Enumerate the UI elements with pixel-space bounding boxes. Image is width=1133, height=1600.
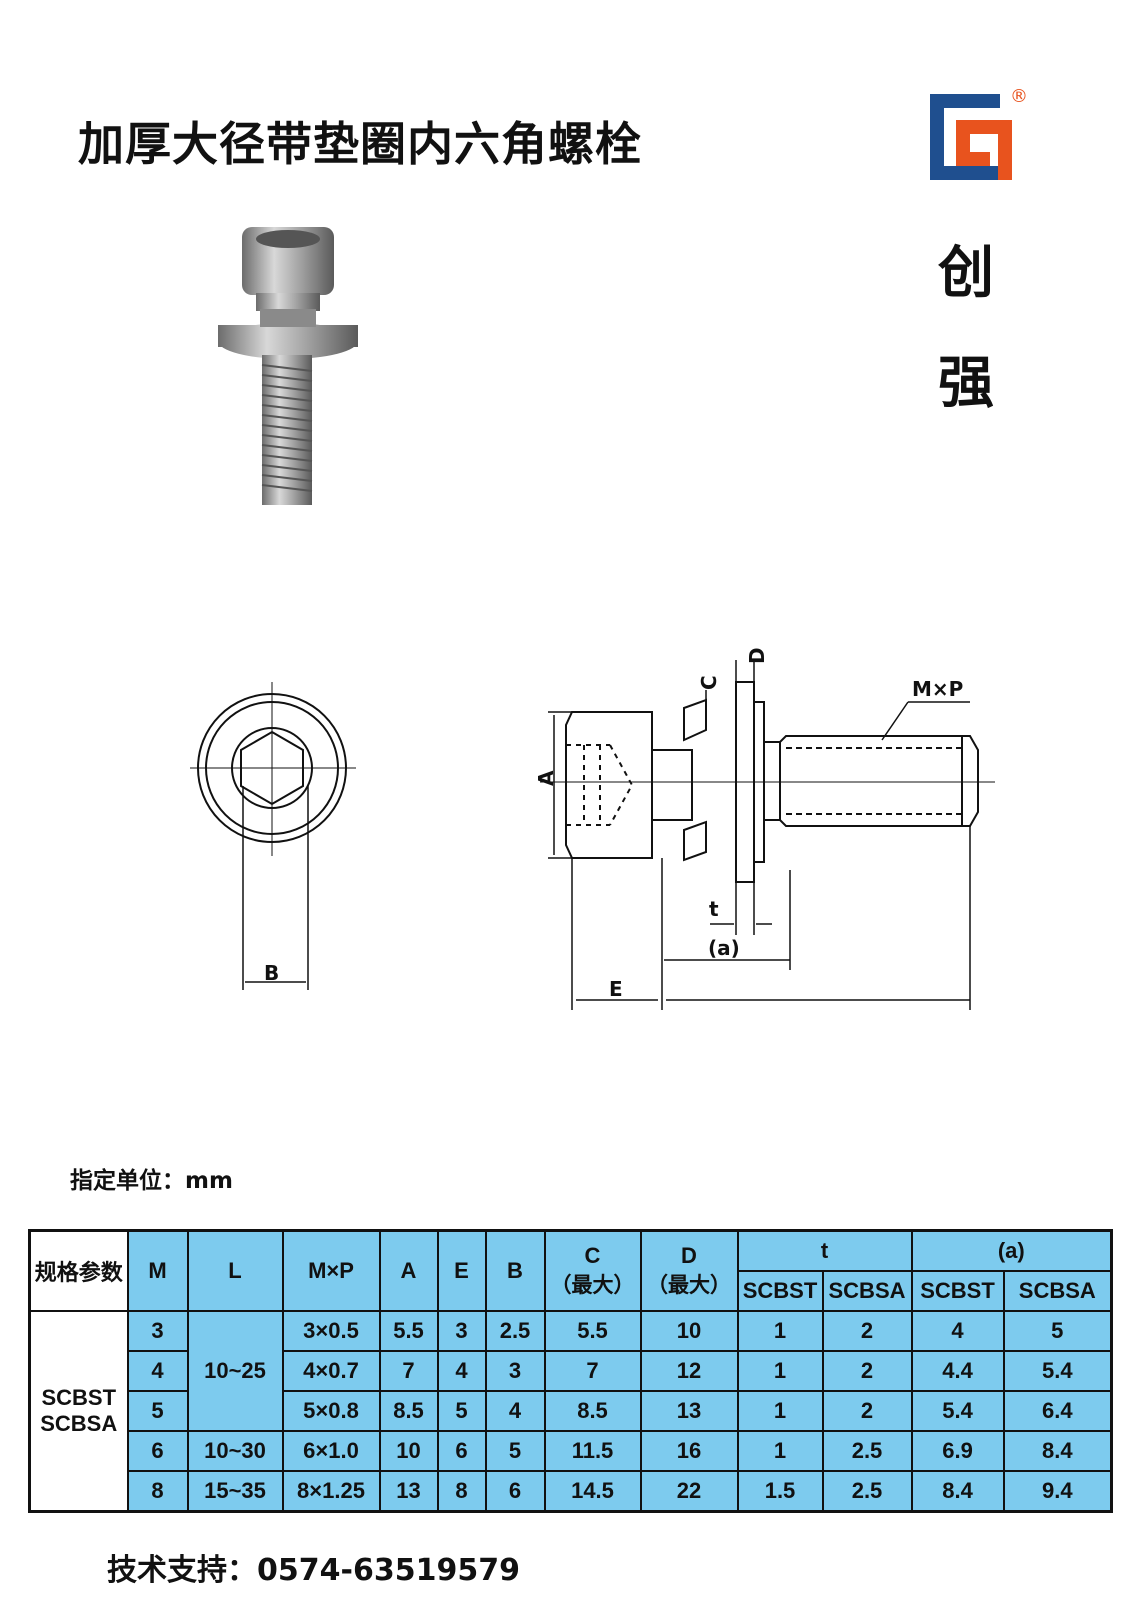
cell-t-scbst: 1 <box>736 1349 824 1393</box>
cell-a-scbst: 4 <box>910 1309 1005 1352</box>
th-m: M <box>126 1229 189 1312</box>
cell-b: 6 <box>484 1470 546 1513</box>
dim-label-t: t <box>709 897 719 921</box>
cell-mxp: 5×0.8 <box>281 1390 381 1433</box>
cell-e: 5 <box>436 1390 487 1433</box>
cell-c: 14.5 <box>543 1470 642 1513</box>
dim-label-b: B <box>264 961 279 985</box>
dim-label-a: A <box>534 770 558 786</box>
dim-label-mxp: M×P <box>912 677 963 701</box>
dim-label-e: E <box>609 977 623 1001</box>
cell-b: 3 <box>484 1349 546 1393</box>
cell-a: 7 <box>378 1349 439 1393</box>
th-a-scbst: SCBST <box>910 1269 1005 1312</box>
page-title: 加厚大径带垫圈内六角螺栓 <box>78 117 642 171</box>
row-label: SCBST SCBSA <box>28 1309 129 1513</box>
brand-char-1: 创 <box>938 241 994 306</box>
cell-mxp: 3×0.5 <box>281 1309 381 1352</box>
registered-mark: ® <box>1010 86 1028 107</box>
th-a-paren: (a) <box>910 1229 1113 1272</box>
table-row: 4 4×0.7 7 4 3 7 12 1 2 4.4 5.4 <box>30 1349 1113 1393</box>
cell-m: 4 <box>126 1349 189 1393</box>
th-e: E <box>436 1229 487 1312</box>
cell-e: 8 <box>436 1470 487 1513</box>
dim-label-d: D <box>745 647 769 664</box>
bolt-photo <box>218 227 358 505</box>
cell-b: 5 <box>484 1430 546 1473</box>
cell-m: 3 <box>126 1309 189 1352</box>
cell-mxp: 8×1.25 <box>281 1470 381 1513</box>
brand-char-2: 强 <box>938 351 994 416</box>
cell-t-scbst: 1 <box>736 1390 824 1433</box>
cell-d: 16 <box>639 1430 739 1473</box>
cell-a-scbsa: 6.4 <box>1002 1390 1113 1433</box>
table-row: SCBST SCBSA 3 10~25 3×0.5 5.5 3 2.5 5.5 … <box>28 1309 1113 1513</box>
th-b: B <box>484 1229 546 1312</box>
cell-t-scbst: 1 <box>736 1430 824 1473</box>
cell-e: 4 <box>436 1349 487 1393</box>
cell-b: 4 <box>484 1390 546 1433</box>
th-t-scbsa: SCBSA <box>821 1269 913 1312</box>
spec-table: 规格参数 M L M×P A E B C（最大） D（最大） t (a) SCB… <box>28 1229 1114 1513</box>
th-l: L <box>186 1229 284 1312</box>
cell-c: 7 <box>543 1349 642 1393</box>
th-a: A <box>378 1229 439 1312</box>
th-t: t <box>736 1229 913 1272</box>
th-mxp: M×P <box>281 1229 381 1312</box>
cell-b: 2.5 <box>484 1309 546 1352</box>
cell-t-scbsa: 2 <box>821 1390 913 1433</box>
cell-a: 5.5 <box>378 1309 439 1352</box>
cell-mxp: 4×0.7 <box>281 1349 381 1393</box>
brand-logo: ® <box>930 86 1028 180</box>
cell-a-scbsa: 5 <box>1002 1309 1113 1352</box>
cell-a: 8.5 <box>378 1390 439 1433</box>
cell-e: 6 <box>436 1430 487 1473</box>
cell-c: 8.5 <box>543 1390 642 1433</box>
cell-m: 5 <box>126 1390 189 1433</box>
unit-label: 指定单位：mm <box>70 1168 233 1194</box>
dim-label-a-paren: (a) <box>708 936 740 960</box>
table-row: 5 5×0.8 8.5 5 4 8.5 13 1 2 5.4 6.4 <box>30 1390 1113 1433</box>
cell-l: 10~30 <box>186 1430 284 1473</box>
cell-t-scbsa: 2.5 <box>821 1470 913 1513</box>
cell-a-scbst: 6.9 <box>910 1430 1005 1473</box>
cell-c: 5.5 <box>543 1309 642 1352</box>
cell-c: 11.5 <box>543 1430 642 1473</box>
cell-mxp: 6×1.0 <box>281 1430 381 1473</box>
cell-m: 8 <box>126 1470 189 1513</box>
cell-l: 10~25 <box>186 1309 284 1433</box>
cell-t-scbst: 1 <box>736 1309 824 1352</box>
th-t-scbst: SCBST <box>736 1269 824 1312</box>
cell-a-scbsa: 9.4 <box>1002 1470 1113 1513</box>
cell-a-scbst: 5.4 <box>910 1390 1005 1433</box>
tech-support: 技术支持：0574-63519579 <box>107 1553 520 1588</box>
cell-t-scbsa: 2 <box>821 1309 913 1352</box>
cell-a: 13 <box>378 1470 439 1513</box>
cell-d: 22 <box>639 1470 739 1513</box>
cell-d: 10 <box>639 1309 739 1352</box>
cell-a-scbst: 8.4 <box>910 1470 1005 1513</box>
cell-d: 12 <box>639 1349 739 1393</box>
cell-e: 3 <box>436 1309 487 1352</box>
cell-a-scbsa: 5.4 <box>1002 1349 1113 1393</box>
cell-d: 13 <box>639 1390 739 1433</box>
cell-a-scbsa: 8.4 <box>1002 1430 1113 1473</box>
th-a-scbsa: SCBSA <box>1002 1269 1113 1312</box>
cell-m: 6 <box>126 1430 189 1473</box>
th-spec: 规格参数 <box>28 1229 129 1312</box>
cell-l: 15~35 <box>186 1470 284 1513</box>
dim-label-c: C <box>697 675 721 690</box>
cell-a: 10 <box>378 1430 439 1473</box>
table-row: 8 15~35 8×1.25 13 8 6 14.5 22 1.5 2.5 8.… <box>30 1470 1113 1513</box>
table-row: 6 10~30 6×1.0 10 6 5 11.5 16 1 2.5 6.9 8… <box>30 1430 1113 1473</box>
cell-a-scbst: 4.4 <box>910 1349 1005 1393</box>
cell-t-scbst: 1.5 <box>736 1470 824 1513</box>
cell-t-scbsa: 2.5 <box>821 1430 913 1473</box>
cell-t-scbsa: 2 <box>821 1349 913 1393</box>
th-d: D（最大） <box>639 1229 739 1312</box>
th-c: C（最大） <box>543 1229 642 1312</box>
